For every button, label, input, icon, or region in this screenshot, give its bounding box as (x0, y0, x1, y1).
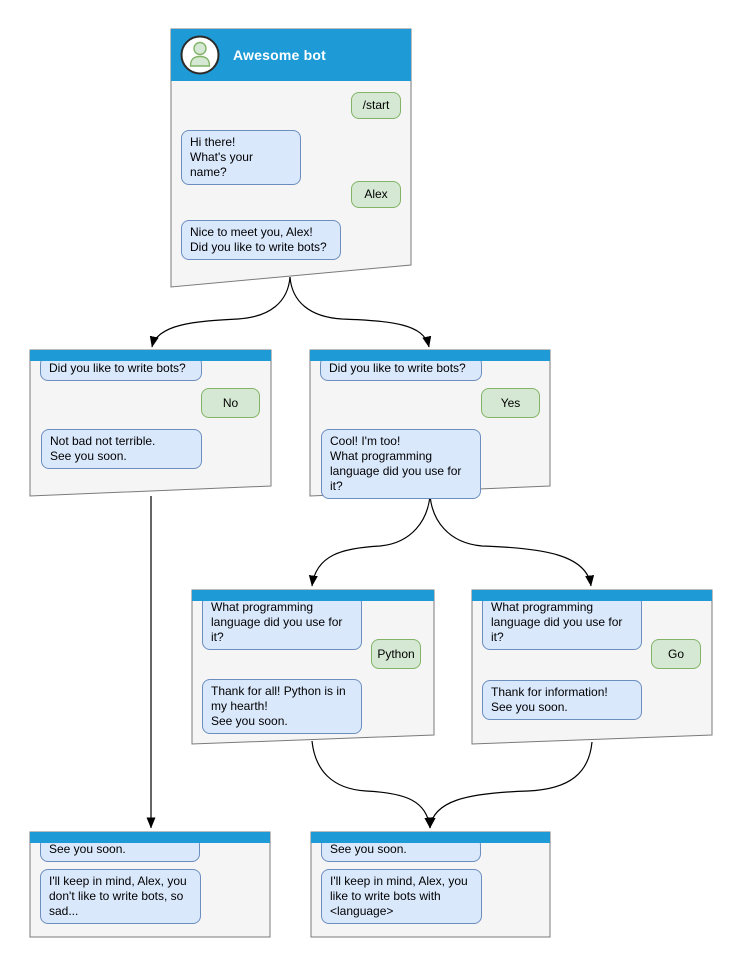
window-title: Awesome bot (233, 47, 326, 63)
bot-message-bubble: What programming language did you use fo… (202, 595, 362, 650)
chat-window-python-branch: What programming language did you use fo… (192, 590, 434, 738)
bot-message-bubble: Cool! I'm too! What programming language… (321, 429, 481, 499)
window-header (192, 590, 434, 601)
bot-message-bubble: Not bad not terrible. See you soon. (41, 429, 202, 469)
chat-window-go-branch: What programming language did you use fo… (472, 590, 712, 738)
bot-message-bubble: Thank for information! See you soon. (482, 680, 642, 720)
bot-message-bubble: Nice to meet you, Alex! Did you like to … (181, 220, 341, 260)
edge-yes-to-python (308, 494, 431, 587)
chat-window-start: Awesome bot /start Hi there! What's your… (171, 29, 411, 269)
edge-go-to-end (426, 741, 593, 829)
bot-message-bubble: Hi there! What's your name? (181, 130, 301, 185)
bot-message-bubble: I'll keep in mind, Alex, you don't like … (40, 869, 201, 924)
window-header (311, 832, 550, 843)
user-message-bubble: /start (351, 92, 401, 119)
bot-message-bubble: I'll keep in mind, Alex, you like to wri… (321, 869, 482, 924)
window-header (30, 832, 270, 843)
chat-window-yes-branch: Did you like to write bots? Yes Cool! I'… (310, 350, 550, 499)
edge-python-to-end (311, 740, 434, 829)
user-message-bubble: Go (651, 639, 701, 669)
user-message-bubble: Python (371, 639, 421, 669)
user-message-bubble: No (201, 388, 260, 418)
user-message-bubble: Alex (351, 181, 401, 208)
chat-window-end-no: See you soon. I'll keep in mind, Alex, y… (30, 832, 270, 937)
bot-message-bubble: Thank for all! Python is in my hearth! S… (202, 679, 362, 734)
edge-yes-to-go (429, 494, 595, 587)
chat-window-end-yes: See you soon. I'll keep in mind, Alex, y… (311, 832, 550, 937)
user-message-bubble: Yes (481, 388, 540, 418)
window-header (472, 590, 712, 601)
edge-start-to-yes (289, 276, 432, 348)
person-icon (180, 35, 220, 75)
window-header (30, 350, 271, 361)
bot-message-bubble: What programming language did you use fo… (482, 595, 642, 650)
edge-start-to-no (149, 276, 291, 348)
window-header: Awesome bot (171, 29, 411, 81)
window-header (310, 350, 550, 361)
chat-window-no-branch: Did you like to write bots? No Not bad n… (30, 350, 271, 490)
